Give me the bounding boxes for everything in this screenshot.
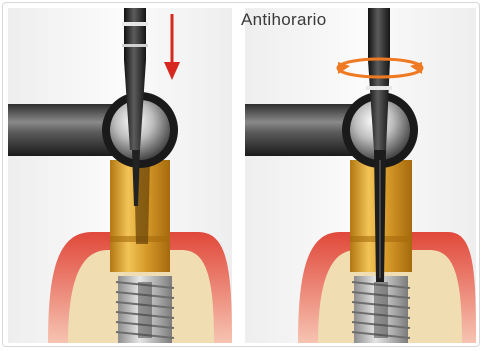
- caption-antihorario: Antihorario: [241, 10, 327, 30]
- left-panel: [8, 8, 232, 343]
- left-implant: [116, 276, 174, 343]
- left-abutment: [110, 160, 170, 272]
- right-implant: [352, 276, 410, 343]
- right-panel: [245, 8, 476, 343]
